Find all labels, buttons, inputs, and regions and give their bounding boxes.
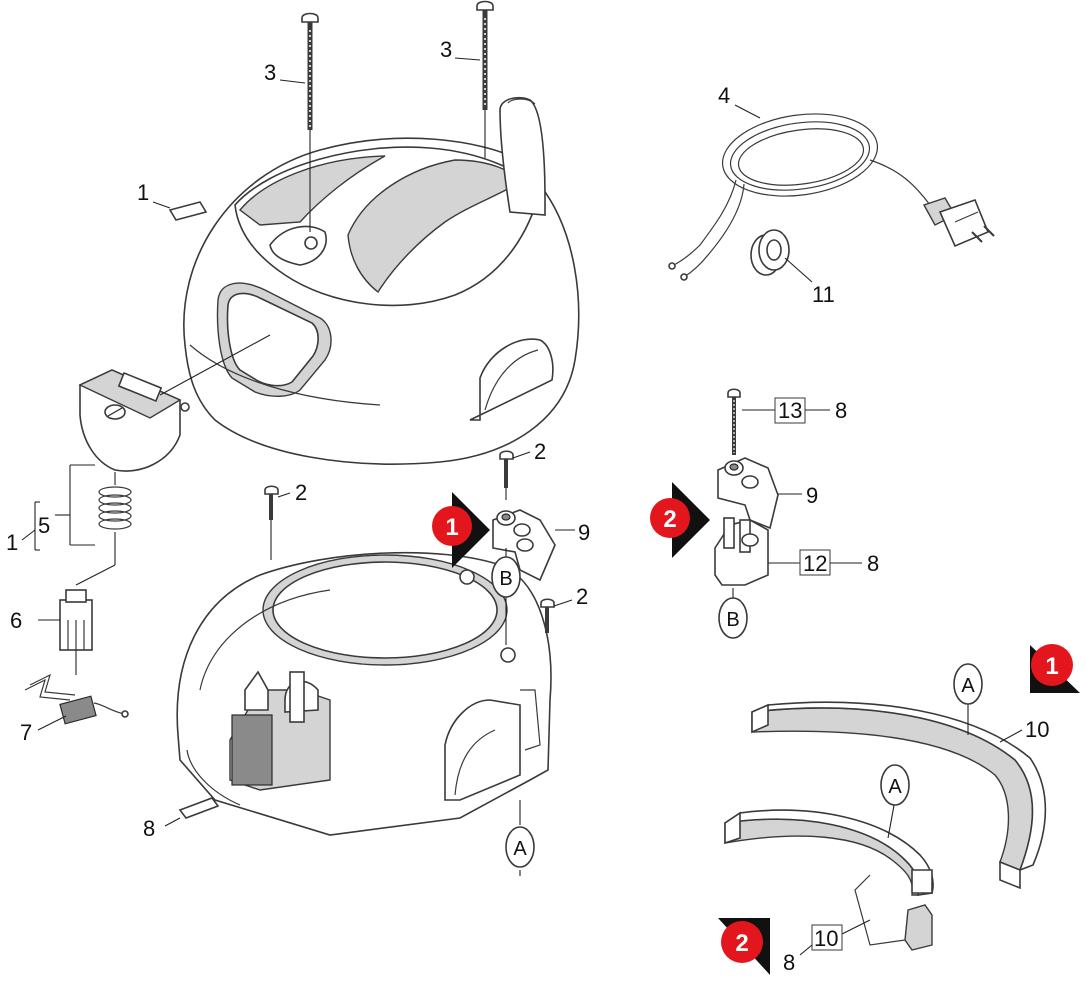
ferrite-ring bbox=[750, 229, 790, 276]
reference-marker-a-foam-2: A bbox=[880, 764, 910, 806]
reference-marker-b-valve-1: B bbox=[491, 556, 521, 598]
label-3-right: 3 bbox=[440, 37, 452, 62]
top-housing-cover bbox=[183, 96, 580, 465]
label-9-b: 9 bbox=[806, 483, 818, 508]
label-5: 5 bbox=[38, 513, 50, 538]
svg-text:A: A bbox=[888, 776, 902, 798]
switch-button-cap bbox=[78, 369, 190, 472]
part-number-labels: 3 3 1 4 11 2 2 2 9 9 13 8 12 8 5 1 6 7 8… bbox=[6, 37, 1049, 975]
svg-text:A: A bbox=[961, 675, 975, 697]
variant-badge-foam-1: 1 bbox=[1030, 644, 1080, 693]
reference-marker-a-foam-1: A bbox=[953, 663, 983, 705]
svg-text:1: 1 bbox=[1045, 653, 1058, 680]
label-2-left: 2 bbox=[295, 480, 307, 505]
label-9-a: 9 bbox=[578, 520, 590, 545]
svg-text:B: B bbox=[726, 609, 739, 631]
variant-badge-valve-2: 2 bbox=[650, 482, 710, 558]
svg-text:2: 2 bbox=[735, 930, 748, 957]
label-10-b: 10 bbox=[814, 926, 838, 951]
screw-2-right bbox=[540, 598, 573, 633]
cover-leaders bbox=[152, 57, 813, 396]
label-10-a: 10 bbox=[1025, 717, 1049, 742]
label-3-left: 3 bbox=[264, 60, 276, 85]
screw-3-right bbox=[476, 0, 494, 158]
power-cord bbox=[668, 113, 931, 281]
label-8-valve: 8 bbox=[867, 551, 879, 576]
variant-badge-foam-2: 2 bbox=[718, 918, 770, 975]
variant-badge-valve-1: 1 bbox=[432, 492, 490, 568]
base-leaders bbox=[164, 797, 521, 876]
label-1-top: 1 bbox=[137, 180, 149, 205]
switch-spring bbox=[98, 486, 132, 530]
label-4: 4 bbox=[718, 83, 730, 108]
label-8-screw: 8 bbox=[835, 398, 847, 423]
label-6: 6 bbox=[10, 608, 22, 633]
label-8-bottom: 8 bbox=[143, 816, 155, 841]
valve-part-9-variant-1 bbox=[492, 509, 575, 645]
power-plug bbox=[922, 197, 995, 248]
label-boxes-valve-2 bbox=[774, 397, 862, 576]
base-housing bbox=[176, 551, 552, 836]
svg-text:A: A bbox=[513, 838, 527, 860]
cable-harness bbox=[24, 673, 129, 725]
label-1-side: 1 bbox=[6, 530, 18, 555]
screw-3-left bbox=[301, 12, 319, 232]
label-7: 7 bbox=[20, 720, 32, 745]
label-12: 12 bbox=[803, 551, 827, 576]
svg-text:B: B bbox=[499, 568, 512, 590]
switch-leaders bbox=[21, 464, 116, 731]
reference-marker-a-base: A bbox=[505, 826, 535, 868]
screw-2-mid bbox=[499, 450, 531, 500]
svg-text:2: 2 bbox=[663, 506, 676, 533]
svg-text:1: 1 bbox=[445, 514, 458, 541]
label-8-foam: 8 bbox=[783, 950, 795, 975]
screw-2-left bbox=[264, 485, 291, 560]
label-13: 13 bbox=[778, 398, 802, 423]
foam-strip-variant-1 bbox=[751, 701, 1047, 890]
label-11: 11 bbox=[812, 282, 835, 307]
label-2-right: 2 bbox=[576, 584, 588, 609]
microswitch bbox=[59, 589, 93, 651]
label-2-mid: 2 bbox=[534, 439, 546, 464]
reference-marker-b-valve-2: B bbox=[718, 597, 748, 639]
foam-strip-variant-2 bbox=[724, 799, 934, 956]
